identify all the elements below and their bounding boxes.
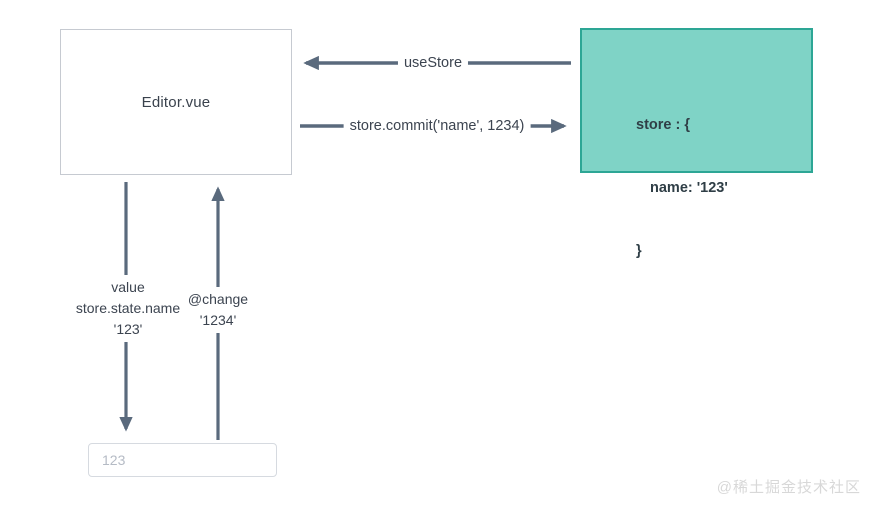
editor-component-box: Editor.vue — [60, 29, 292, 175]
editor-text-input[interactable] — [88, 443, 277, 477]
value-binding-label-line: '123' — [113, 321, 143, 337]
change-event-label-line: '1234' — [199, 312, 237, 328]
usestore-arrow-label: useStore — [397, 54, 469, 72]
watermark-text: @稀土掘金技术社区 — [716, 479, 861, 496]
value-binding-label: value store.state.name '123' — [72, 275, 184, 342]
store-code-line: name: '123' — [650, 180, 728, 196]
change-event-label-line: @change — [187, 291, 249, 307]
store-commit-arrow-label: store.commit('name', 1234) — [343, 117, 531, 135]
store-code-line: store : { — [636, 117, 690, 133]
change-event-label: @change '1234' — [184, 287, 252, 333]
store-code-block: store : { name: '123' } — [636, 73, 728, 304]
editor-component-label: Editor.vue — [141, 93, 211, 111]
store-code-line: } — [636, 243, 642, 259]
value-binding-label-line: store.state.name — [75, 300, 181, 316]
value-binding-label-line: value — [111, 279, 145, 295]
store-box: store : { name: '123' } — [580, 28, 813, 259]
